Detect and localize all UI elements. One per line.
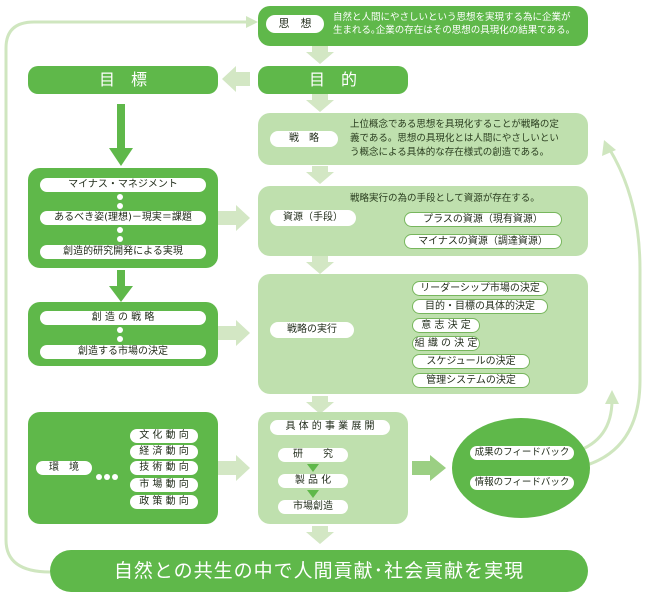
arrow-down-6 xyxy=(306,526,334,544)
arrow-down-3 xyxy=(306,166,334,184)
creative-item-2: 創造する市場の決定 xyxy=(40,345,206,359)
arrow-right-2 xyxy=(218,320,250,346)
business-step-1: 研 究 xyxy=(278,448,348,462)
resources-minus: マイナスの資源（調達資源） xyxy=(404,234,562,249)
thought-text-line2: 生まれる｡企業の存在はその思想の具現化の結果である。 xyxy=(333,25,576,36)
resources-heading: 戦略実行の為の手段として資源が存在する。 xyxy=(350,193,540,204)
environment-label: 環 境 xyxy=(36,461,92,475)
feedback-item-1: 成果のフィードバック xyxy=(470,446,574,460)
arrow-down-4 xyxy=(306,256,334,274)
arrow-right-3 xyxy=(218,455,250,481)
strategy-text-line3: う概念による具体的な存在様式の創造である。 xyxy=(350,147,550,158)
strategy-label: 戦 略 xyxy=(270,131,338,147)
dots-3 xyxy=(117,327,123,345)
feedback-loop-left xyxy=(4,20,248,574)
business-step-3: 市場創造 xyxy=(278,500,348,514)
arrow-right-1 xyxy=(218,205,250,231)
arrow-left-goal xyxy=(222,66,250,92)
feedback-item-2: 情報のフィードバック xyxy=(470,476,574,490)
arrow-down-5 xyxy=(306,396,334,414)
execution-item-1: リーダーシップ市場の決定 xyxy=(412,281,548,296)
feedback-ellipse xyxy=(452,418,590,518)
loop-left-arrowhead xyxy=(246,16,258,28)
execution-item-2: 目的・目標の具体的決定 xyxy=(412,299,548,314)
execution-item-3: 意 志 決 定 xyxy=(412,318,480,333)
minus-item-1: マイナス・マネジメント xyxy=(40,178,206,192)
arrow-down-2 xyxy=(306,94,334,112)
thought-text-line1: 自然と人間にやさしいという思想を実現する為に企業が xyxy=(333,12,571,23)
environment-item-1: 文 化 動 向 xyxy=(130,429,198,443)
purpose-box: 目 的 xyxy=(258,66,408,94)
arrow-down-left-2 xyxy=(109,286,133,302)
strategy-text-line2: 義である。思想の具現化とは人間にやさしいとい xyxy=(350,133,559,144)
business-label: 具 体 的 事 業 展 開 xyxy=(270,420,390,435)
resources-label: 資源（手段） xyxy=(270,210,356,226)
goal-box: 目 標 xyxy=(28,66,218,94)
execution-label: 戦略の実行 xyxy=(270,322,354,338)
thought-label: 思 想 xyxy=(266,15,324,33)
arrow-right-feedback xyxy=(412,455,446,481)
step-arrow-1 xyxy=(307,464,319,472)
environment-item-3: 技 術 動 向 xyxy=(130,461,198,475)
strategy-text-line1: 上位概念である思想を具現化することが戦略の定 xyxy=(350,119,559,130)
dots-2 xyxy=(117,227,123,245)
feedback-loop-outer xyxy=(564,149,642,472)
execution-item-6: 管理システムの決定 xyxy=(412,373,530,388)
loop-inner-arrowhead xyxy=(605,390,619,404)
step-arrow-2 xyxy=(307,490,319,498)
creative-item-1: 創 造 の 戦 略 xyxy=(40,311,206,325)
environment-item-2: 経 済 動 向 xyxy=(130,445,198,459)
arrow-down-1 xyxy=(306,46,334,64)
goal-label: 目 標 xyxy=(98,70,147,89)
environment-dots xyxy=(96,465,118,480)
execution-item-4: 組 織 の 決 定 xyxy=(412,336,480,351)
bottom-banner-label: 自然との共生の中で人間貢献･社会貢献を実現 xyxy=(113,560,525,582)
minus-item-3: 創造的研究開発による実現 xyxy=(40,245,206,259)
resources-plus: プラスの資源（現有資源） xyxy=(404,212,562,227)
environment-item-4: 市 場 動 向 xyxy=(130,478,198,492)
minus-item-2: あるべき姿(理想)－現実＝課題 xyxy=(40,211,206,225)
purpose-label: 目 的 xyxy=(308,70,357,89)
arrow-down-left-1 xyxy=(109,148,133,166)
bottom-banner: 自然との共生の中で人間貢献･社会貢献を実現 xyxy=(50,550,588,592)
execution-item-5: スケジュールの決定 xyxy=(412,354,530,369)
business-step-2: 製 品 化 xyxy=(278,474,348,488)
environment-item-5: 政 策 動 向 xyxy=(130,495,198,509)
dots-1 xyxy=(117,194,123,212)
loop-outer-arrowhead xyxy=(602,140,616,156)
